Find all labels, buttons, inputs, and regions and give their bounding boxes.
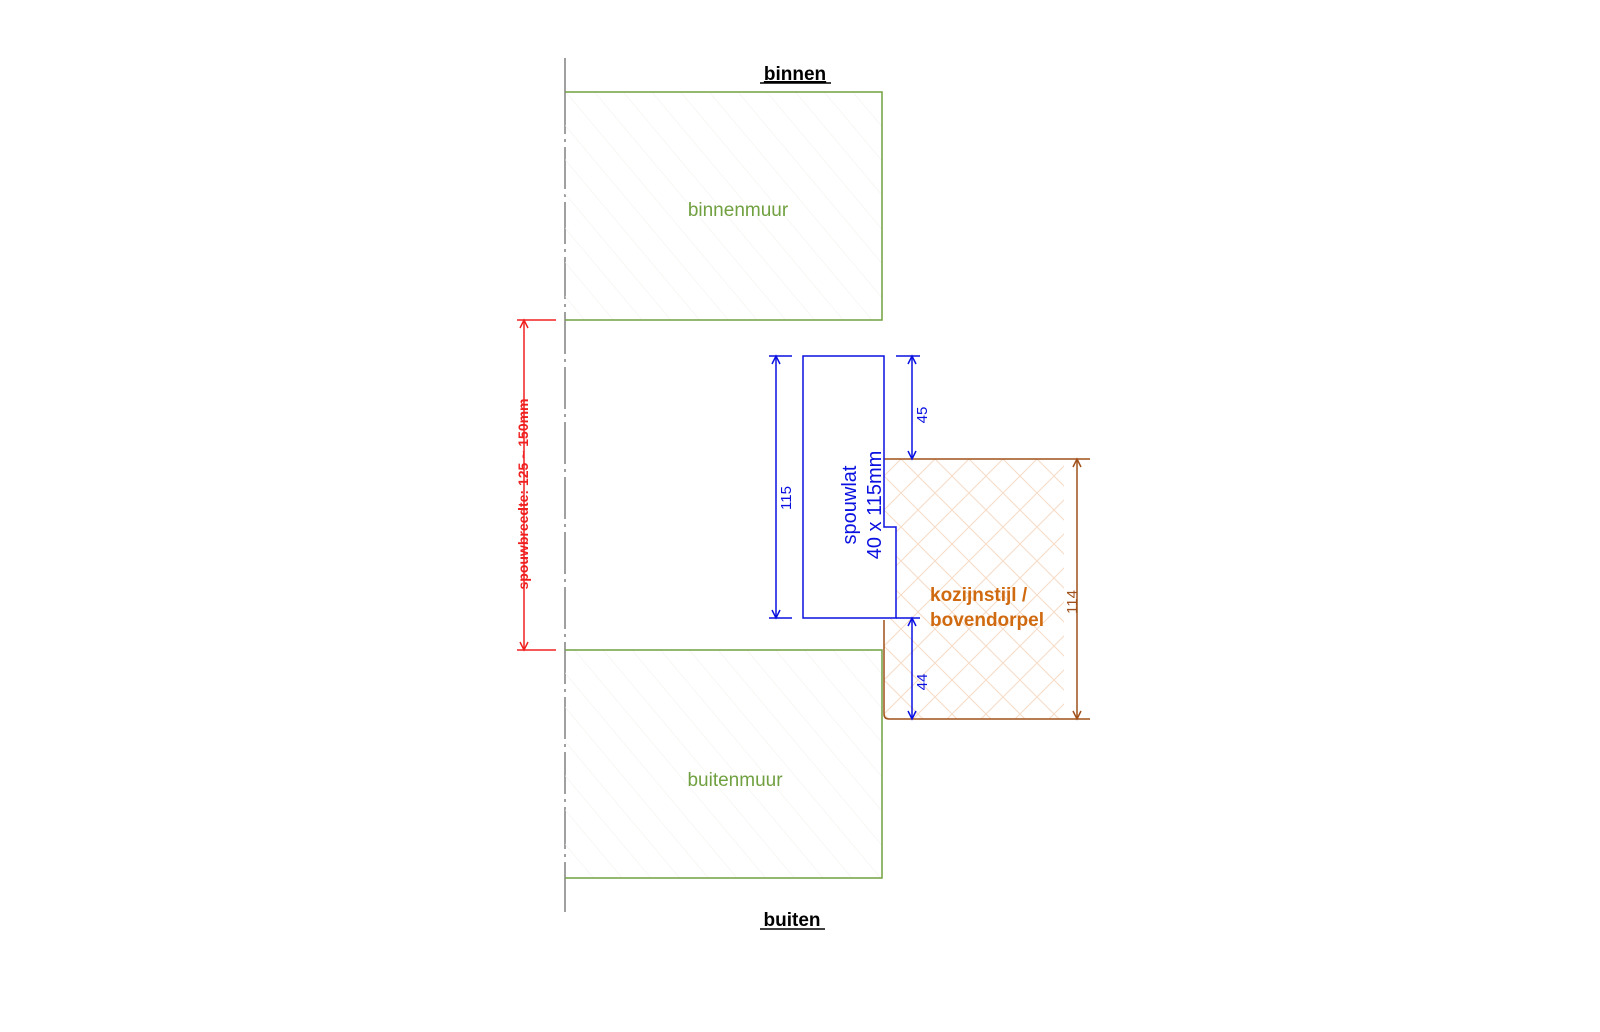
outer-wall-label: buitenmuur [687,770,783,791]
spouwlat-outline [802,355,897,619]
bottom-gap-dimension [896,616,920,721]
frame-label-line1: kozijnstijl / [930,585,1028,606]
spouwlat-height-value: 115 [778,486,795,510]
inner-wall [565,92,882,320]
inside-heading: binnen [764,64,826,85]
frame-outline [883,458,1064,720]
frame-section [884,459,1064,719]
bottom-gap-value: 44 [914,674,931,691]
frame-height-dimension [1064,457,1090,721]
top-gap-dimension [896,354,920,461]
frame-height-value: 114 [1064,590,1081,614]
frame-label-line2: bovendorpel [930,610,1044,631]
spouwbreedte-dimension [517,318,556,652]
outer-wall-outline [565,649,883,879]
top-gap-value: 45 [914,407,931,424]
inner-wall-outline [565,91,883,321]
inner-wall-label: binnenmuur [688,200,789,221]
spouwlat-label: spouwlat [839,465,861,544]
spouwbreedte-label: spouwbreedte: 125 ~ 150mm [515,398,531,589]
spouwlat-size-label: 40 x 115mm [864,451,886,560]
spouwlat-height-dimension [769,354,792,620]
outside-heading: buiten [764,910,821,931]
outer-wall [565,650,882,878]
